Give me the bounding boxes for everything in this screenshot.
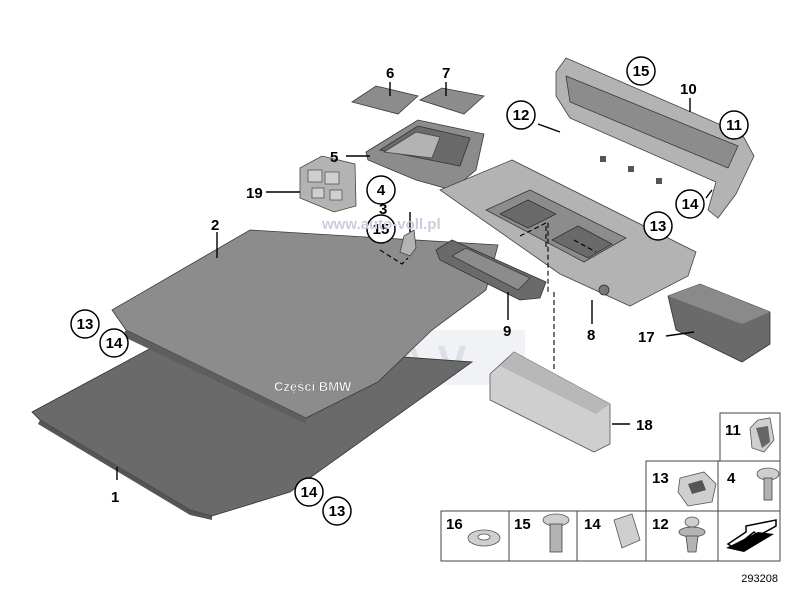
label-part-7: 7 (442, 65, 450, 82)
circled-label-14: 14 (99, 328, 129, 358)
circled-label-12: 12 (506, 100, 536, 130)
part-18-foam-insert (489, 351, 611, 453)
plate-icon (613, 513, 641, 549)
svg-text:13: 13 (77, 316, 94, 333)
legend-cell-4: 4 (727, 467, 780, 501)
part-17-case (667, 283, 771, 363)
legend-cell-12: 12 (652, 516, 706, 553)
leader-line (665, 331, 695, 337)
legend-cell-15: 15 (514, 513, 570, 553)
circled-label-13: 13 (70, 309, 100, 339)
circled-label-15: 15 (626, 56, 656, 86)
svg-text:4: 4 (727, 470, 736, 487)
label-part-10: 10 (680, 81, 697, 98)
svg-text:12: 12 (652, 516, 669, 533)
svg-text:14: 14 (682, 196, 699, 213)
legend-arrow-cell (726, 519, 777, 552)
svg-text:4: 4 (377, 182, 386, 199)
circled-label-11: 11 (719, 110, 749, 140)
part-19-holder (299, 155, 357, 213)
svg-text:15: 15 (633, 63, 650, 80)
svg-text:15: 15 (373, 221, 390, 238)
dashed-connector (379, 249, 409, 265)
circled-label-14: 14 (675, 189, 705, 219)
svg-text:12: 12 (513, 107, 530, 124)
circled-label-15: 15 (366, 214, 396, 244)
legend-cell-16: 16 (446, 516, 501, 547)
leader-line (705, 189, 713, 199)
circled-label-14: 14 (294, 477, 324, 507)
watermark-caption: Części BMW (274, 379, 352, 394)
part-5-tray (365, 119, 485, 191)
svg-text:13: 13 (652, 470, 669, 487)
circled-label-4: 4 (366, 175, 396, 205)
svg-text:16: 16 (446, 516, 463, 533)
circled-label-13: 13 (643, 211, 673, 241)
label-part-1: 1 (111, 489, 119, 506)
dashed-connector (519, 221, 549, 292)
label-part-17: 17 (638, 329, 655, 346)
svg-text:11: 11 (725, 422, 741, 439)
watermark-url: www.auto-voll.pl (321, 216, 441, 233)
part-10-trim-panel (555, 57, 755, 219)
part-3-bracket (399, 229, 417, 257)
svg-text:14: 14 (106, 335, 123, 352)
svg-text:15: 15 (514, 516, 531, 533)
svg-text:14: 14 (301, 484, 318, 501)
circled-label-13: 13 (322, 496, 352, 526)
label-part-18: 18 (636, 417, 653, 434)
leader-line (537, 123, 561, 133)
label-part-9: 9 (503, 323, 511, 340)
part-6-pad (351, 85, 419, 115)
part-7-pad (418, 87, 485, 115)
legend-cell-11: 11 (725, 417, 775, 453)
reference-number: 293208 (741, 573, 778, 585)
legend-cell-13: 13 (652, 470, 717, 507)
svg-text:13: 13 (650, 218, 667, 235)
svg-text:13: 13 (329, 503, 346, 520)
svg-text:11: 11 (726, 117, 742, 134)
label-part-5: 5 (330, 149, 338, 166)
svg-text:14: 14 (584, 516, 601, 533)
legend-grid: 11 13 4 16 15 14 (440, 412, 781, 562)
part-8-floor-tray (439, 159, 697, 307)
label-part-6: 6 (386, 65, 394, 82)
label-part-19: 19 (246, 185, 263, 202)
label-part-2: 2 (211, 217, 219, 234)
part-9-jack-holder (435, 239, 547, 301)
label-part-8: 8 (587, 327, 595, 344)
dashed-connector (573, 239, 597, 253)
rivet-icon (684, 516, 700, 528)
legend-cell-14: 14 (584, 513, 641, 549)
part-2-floor-panel (111, 229, 499, 424)
label-part-3: 3 (379, 201, 387, 218)
